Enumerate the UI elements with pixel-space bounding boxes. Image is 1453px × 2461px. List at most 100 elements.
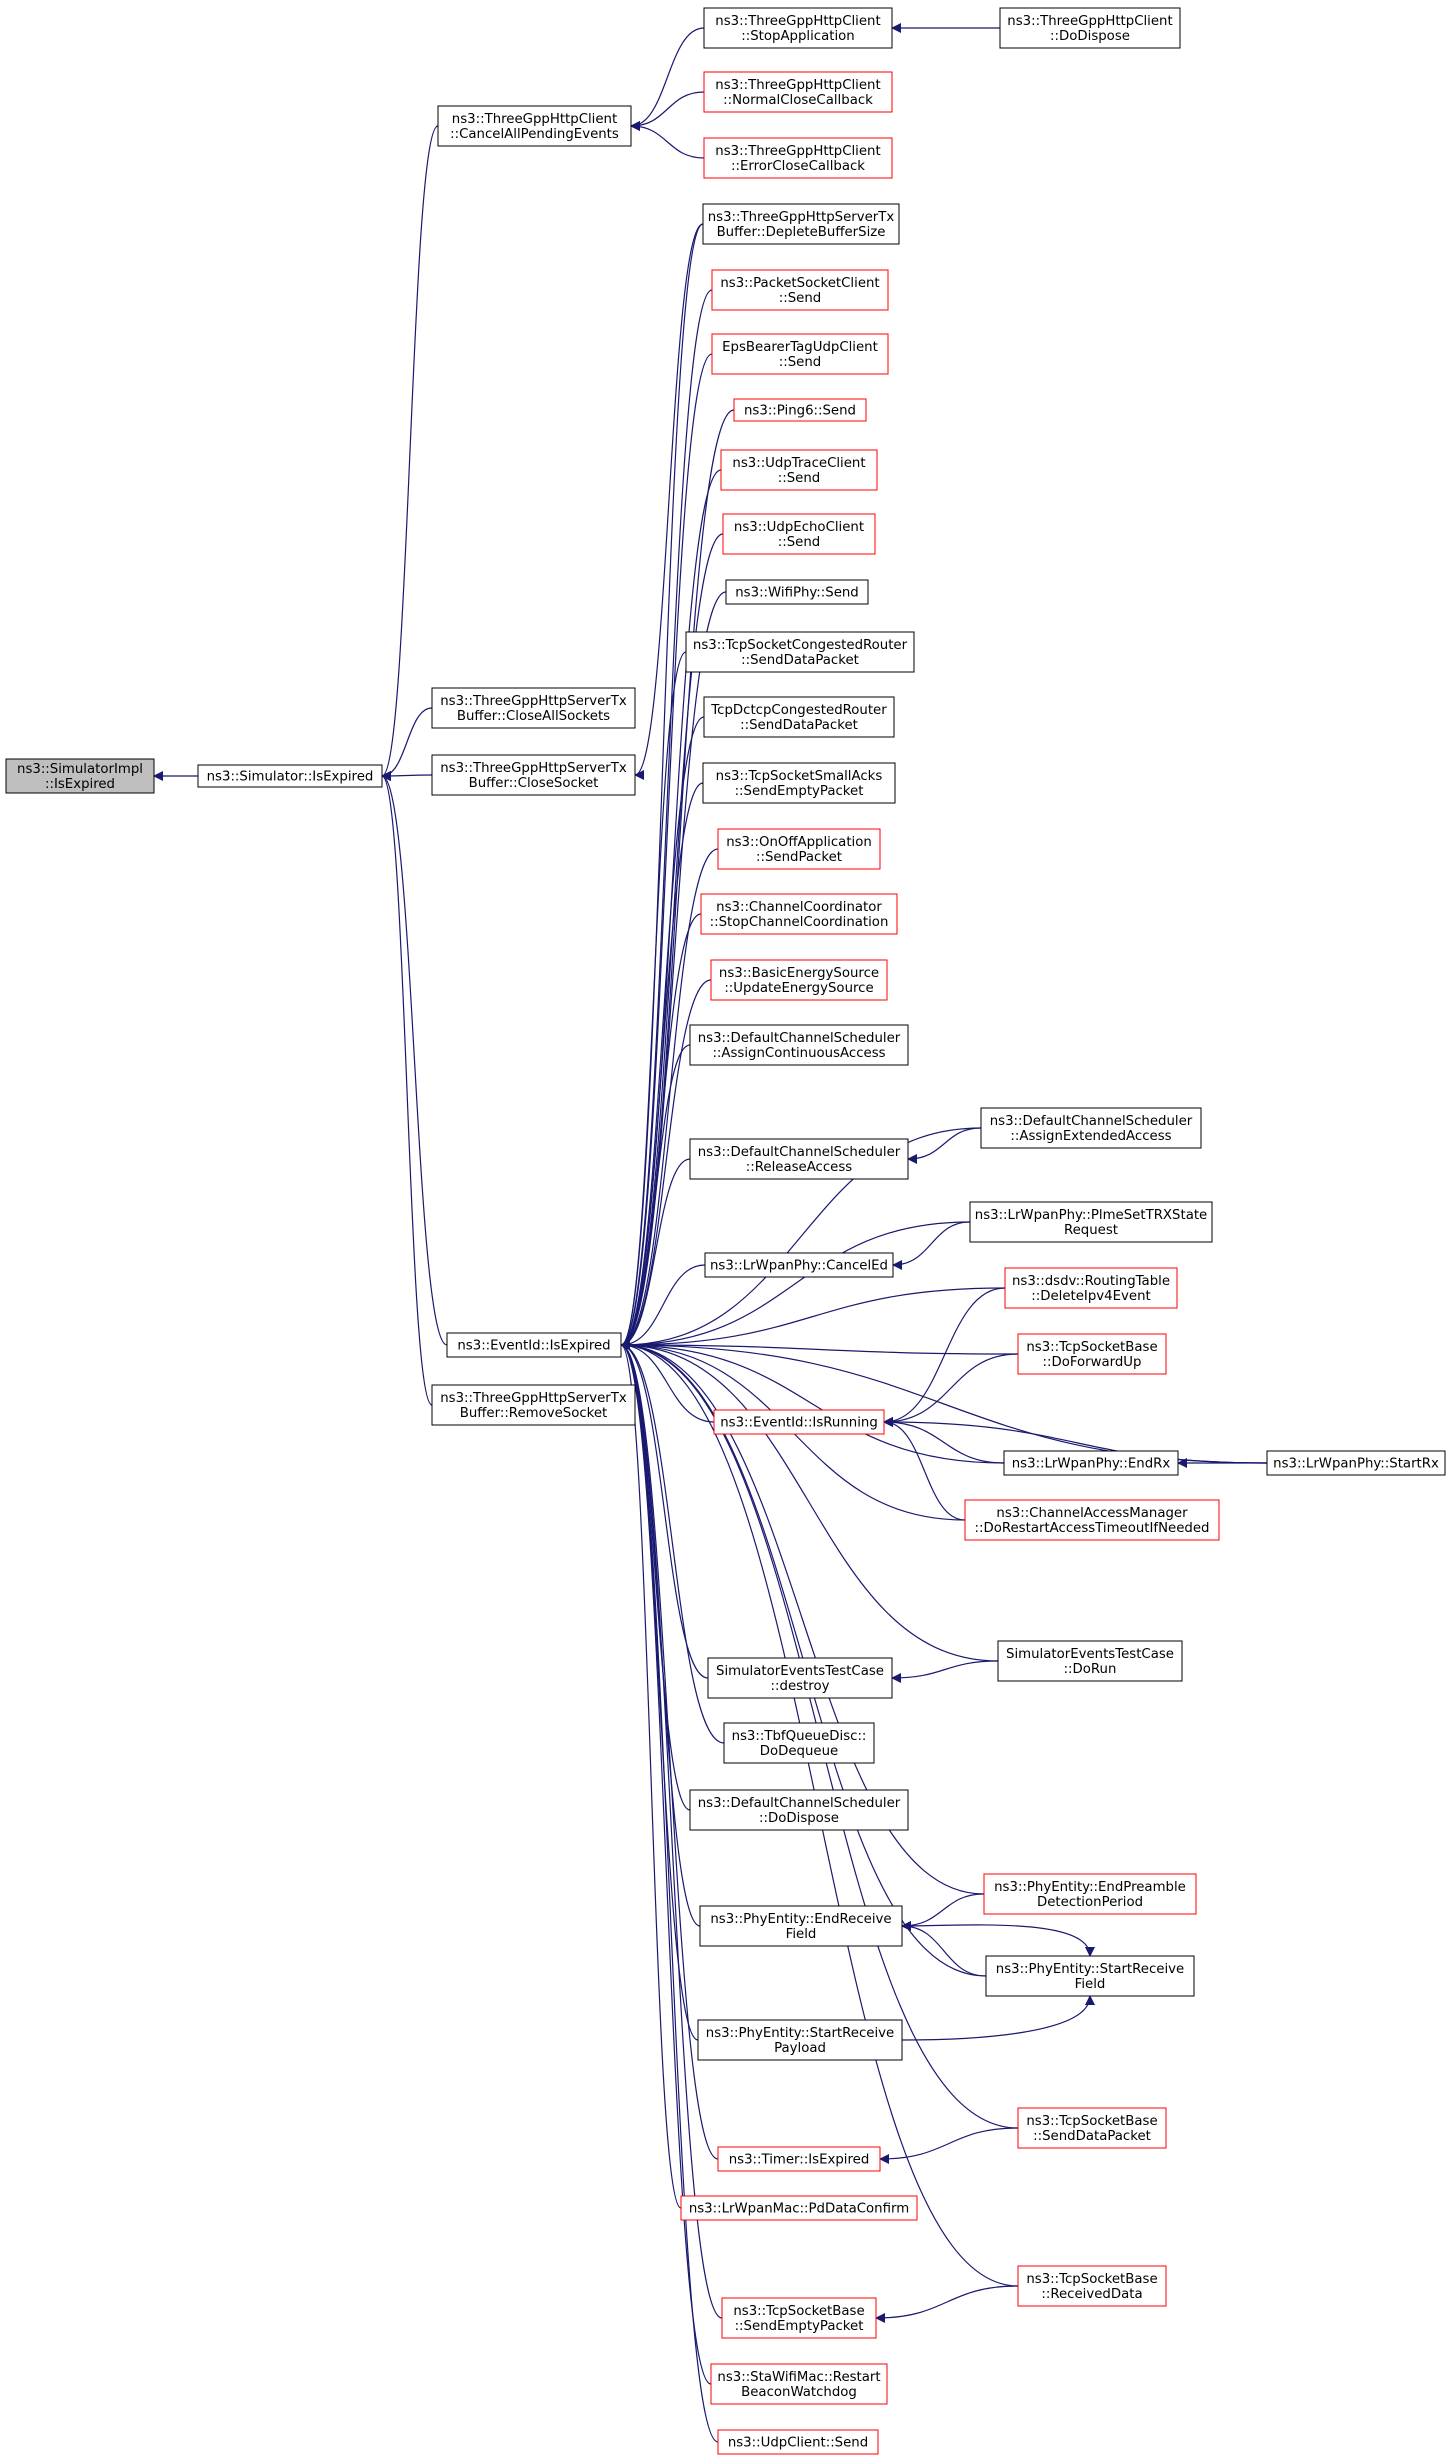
node-srvtx-closeall[interactable]: ns3::ThreeGppHttpServerTxBuffer::CloseAl…	[431, 687, 636, 729]
node-simimpl-isexpired[interactable]: ns3::SimulatorImpl::IsExpired	[5, 758, 155, 794]
node-box	[702, 203, 900, 245]
node-label-line: ns3::DefaultChannelScheduler	[990, 1114, 1193, 1129]
node-udpclient-send[interactable]: ns3::UdpClient::Send	[717, 2429, 879, 2455]
node-box	[703, 137, 893, 179]
node-ping6-send[interactable]: ns3::Ping6::Send	[733, 398, 867, 422]
node-lrwpan-endrx[interactable]: ns3::LrWpanPhy::EndRx	[1003, 1450, 1179, 1476]
node-lrwpan-startrx[interactable]: ns3::LrWpanPhy::StartRx	[1266, 1450, 1446, 1476]
edge-http_errorclose-to-http_cancelall	[630, 121, 705, 159]
edge-eventid_isrunning-to-eventid_isexpired	[620, 1340, 715, 1423]
node-srvtx-removesocket[interactable]: ns3::ThreeGppHttpServerTxBuffer::RemoveS…	[431, 1384, 636, 1426]
node-label-line: Buffer::RemoveSocket	[460, 1406, 608, 1421]
node-tcpcongested-senddata[interactable]: ns3::TcpSocketCongestedRouter::SendDataP…	[685, 631, 915, 673]
node-label-line: ::StopChannelCoordination	[710, 915, 889, 930]
node-udpecho-send[interactable]: ns3::UdpEchoClient::Send	[722, 513, 876, 555]
edge-dsdv_deleteipv4-to-eventid_isrunning	[883, 1287, 1006, 1427]
node-eventid-isrunning[interactable]: ns3::EventId::IsRunning	[713, 1409, 885, 1435]
node-http-cancelall[interactable]: ns3::ThreeGppHttpClient::CancelAllPendin…	[437, 105, 632, 147]
node-udptrace-send[interactable]: ns3::UdpTraceClient::Send	[720, 449, 878, 491]
node-box	[999, 7, 1181, 49]
node-http-errorclose[interactable]: ns3::ThreeGppHttpClient::ErrorCloseCallb…	[703, 137, 893, 179]
node-pktsock-send[interactable]: ns3::PacketSocketClient::Send	[711, 269, 889, 311]
node-epsbearer-send[interactable]: EpsBearerTagUdpClient::Send	[711, 333, 889, 375]
node-box	[437, 105, 632, 147]
node-label-line: Field	[1075, 1977, 1106, 1992]
node-box	[685, 631, 915, 673]
node-box	[980, 1107, 1202, 1149]
node-label-line: ::Send	[778, 535, 820, 550]
node-http-dodispose[interactable]: ns3::ThreeGppHttpClient::DoDispose	[999, 7, 1181, 49]
node-label-line: ns3::LrWpanPhy::PlmeSetTRXState	[975, 1208, 1207, 1223]
node-label-line: ns3::PhyEntity::StartReceive	[996, 1962, 1184, 1977]
node-dsdv-deleteipv4[interactable]: ns3::dsdv::RoutingTable::DeleteIpv4Event	[1004, 1267, 1178, 1309]
node-onoff-sendpacket[interactable]: ns3::OnOffApplication::SendPacket	[717, 828, 881, 870]
node-tcpbase-receiveddata[interactable]: ns3::TcpSocketBase::ReceivedData	[1017, 2265, 1167, 2307]
node-label-line: ns3::ThreeGppHttpServerTx	[708, 210, 895, 225]
node-eventid-isexpired[interactable]: ns3::EventId::IsExpired	[446, 1332, 622, 1358]
node-label-line: ns3::DefaultChannelScheduler	[698, 1031, 901, 1046]
node-label-line: ns3::ThreeGppHttpClient	[715, 144, 880, 159]
node-label-line: ns3::EventId::IsExpired	[457, 1339, 610, 1354]
edge-tcpbase_receiveddata-to-tcpbase_sendempty	[875, 2285, 1019, 2323]
node-label-line: ::SendPacket	[756, 850, 842, 865]
node-label-line: ns3::PhyEntity::EndReceive	[710, 1912, 891, 1927]
node-cam-dorestart[interactable]: ns3::ChannelAccessManager::DoRestartAcce…	[964, 1499, 1220, 1541]
node-timer-isexpired[interactable]: ns3::Timer::IsExpired	[717, 2146, 881, 2172]
node-label-line: ns3::ThreeGppHttpClient	[1007, 14, 1172, 29]
node-label-line: ns3::TcpSocketBase	[1026, 2114, 1157, 2129]
node-label-line: ns3::dsdv::RoutingTable	[1012, 1274, 1170, 1289]
edge-onoff_sendpacket-to-eventid_isexpired	[620, 848, 719, 1350]
node-dcs-release[interactable]: ns3::DefaultChannelScheduler::ReleaseAcc…	[689, 1138, 909, 1180]
node-chancoord-stop[interactable]: ns3::ChannelCoordinator::StopChannelCoor…	[700, 893, 898, 935]
node-box	[713, 1409, 885, 1435]
node-label-line: ns3::TcpSocketSmallAcks	[716, 769, 883, 784]
node-tcpsmallacks[interactable]: ns3::TcpSocketSmallAcks::SendEmptyPacket	[702, 762, 896, 804]
node-tbf-dodequeue[interactable]: ns3::TbfQueueDisc::DoDequeue	[723, 1722, 875, 1764]
node-box	[711, 269, 889, 311]
node-label-line: ::StopApplication	[741, 29, 855, 44]
edge-dcs_release-to-eventid_isexpired	[620, 1158, 691, 1350]
node-simulator-isexpired[interactable]: ns3::Simulator::IsExpired	[197, 764, 383, 788]
node-box	[964, 1499, 1220, 1541]
node-box	[997, 1640, 1183, 1682]
node-tcpbase-sendempty[interactable]: ns3::TcpSocketBase::SendEmptyPacket	[721, 2297, 877, 2339]
node-basicenergy-update[interactable]: ns3::BasicEnergySource::UpdateEnergySour…	[710, 959, 888, 1001]
node-simtest-destroy[interactable]: SimulatorEventsTestCase::destroy	[707, 1657, 893, 1699]
node-lrwpanmac-pddata[interactable]: ns3::LrWpanMac::PdDataConfirm	[680, 2195, 918, 2221]
node-label-line: ::ReceivedData	[1041, 2287, 1142, 2302]
edge-tbf_dodequeue-to-eventid_isexpired	[620, 1340, 725, 1744]
node-simtest-dorun[interactable]: SimulatorEventsTestCase::DoRun	[997, 1640, 1183, 1682]
node-lrwpan-canceled[interactable]: ns3::LrWpanPhy::CancelEd	[704, 1252, 894, 1278]
node-box	[710, 959, 888, 1001]
node-http-normalclose[interactable]: ns3::ThreeGppHttpClient::NormalCloseCall…	[703, 71, 893, 113]
edge-lrwpan_endrx-to-eventid_isrunning	[883, 1417, 1005, 1464]
node-label-line: ns3::TcpSocketBase	[1026, 1340, 1157, 1355]
node-srvtx-closesocket[interactable]: ns3::ThreeGppHttpServerTxBuffer::CloseSo…	[431, 754, 636, 796]
node-box	[1266, 1450, 1446, 1476]
node-label-line: ns3::LrWpanPhy::EndRx	[1012, 1457, 1171, 1472]
node-http-stopapp[interactable]: ns3::ThreeGppHttpClient::StopApplication	[703, 7, 893, 49]
node-srvtx-deplete[interactable]: ns3::ThreeGppHttpServerTxBuffer::Deplete…	[702, 203, 900, 245]
node-dcs-assignextended[interactable]: ns3::DefaultChannelScheduler::AssignExte…	[980, 1107, 1202, 1149]
edge-tcpbase_doforwardup-to-eventid_isrunning	[883, 1353, 1019, 1427]
node-tcpbase-doforwardup[interactable]: ns3::TcpSocketBase::DoForwardUp	[1017, 1333, 1167, 1375]
node-tcpbase-senddata[interactable]: ns3::TcpSocketBase::SendDataPacket	[1017, 2107, 1167, 2149]
node-box	[431, 1384, 636, 1426]
node-label-line: Field	[786, 1927, 817, 1942]
node-dcs-dodispose[interactable]: ns3::DefaultChannelScheduler::DoDispose	[689, 1789, 909, 1831]
node-tcpdctcp-senddata[interactable]: TcpDctcpCongestedRouter::SendDataPacket	[703, 696, 895, 738]
node-label-line: ::IsExpired	[45, 777, 115, 792]
node-dcs-assigncontinuous[interactable]: ns3::DefaultChannelScheduler::AssignCont…	[689, 1024, 909, 1066]
node-box	[717, 828, 881, 870]
node-wifiphy-send[interactable]: ns3::WifiPhy::Send	[725, 579, 869, 605]
node-phy-endpreamble[interactable]: ns3::PhyEntity::EndPreambleDetectionPeri…	[983, 1873, 1197, 1915]
edge-cam_dorestart-to-eventid_isrunning	[883, 1417, 966, 1521]
node-label-line: ::Send	[779, 291, 821, 306]
node-box	[699, 1905, 903, 1947]
